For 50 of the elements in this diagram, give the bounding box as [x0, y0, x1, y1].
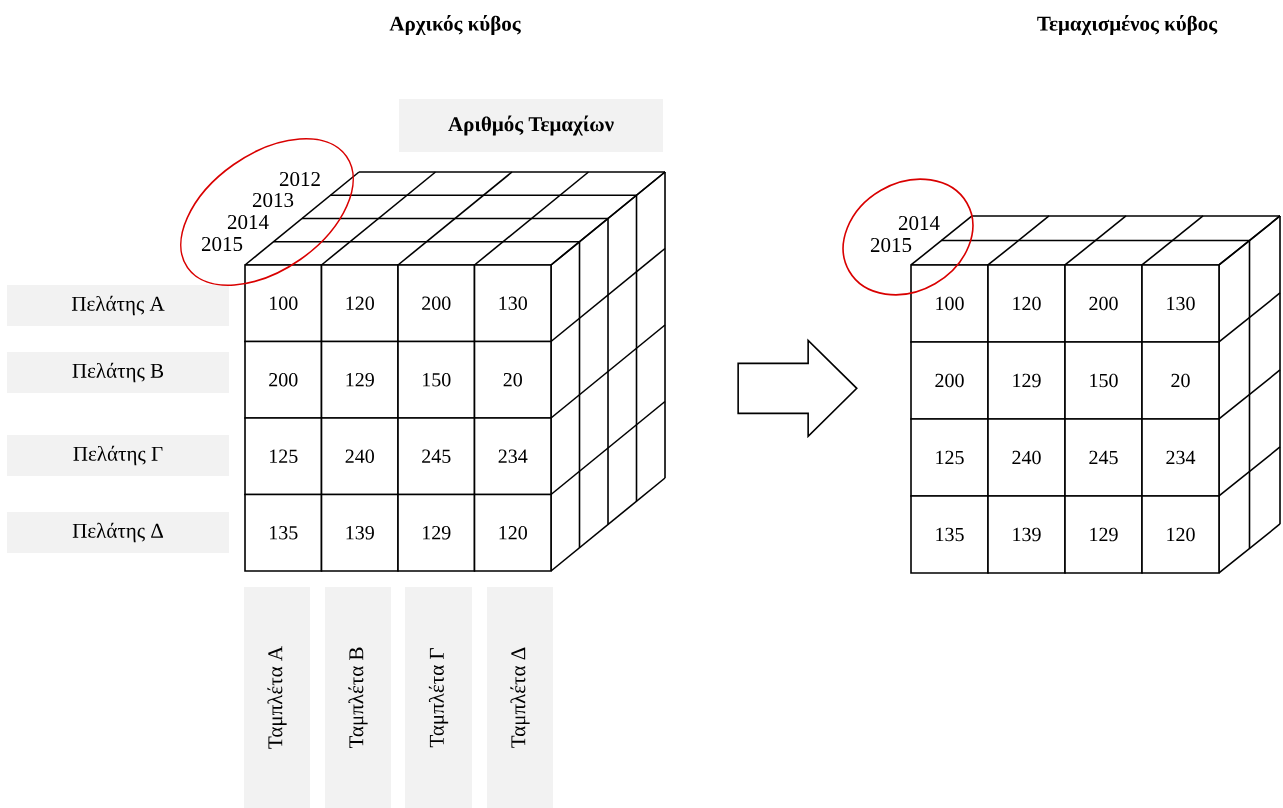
data-cell: 245: [397, 417, 476, 496]
data-cell: 139: [320, 493, 399, 572]
column-header: Αριθμός Τεμαχίων: [399, 99, 663, 152]
data-cell: 200: [244, 340, 323, 419]
data-cell: 135: [244, 493, 323, 572]
row-header: Πελάτης Γ: [7, 435, 229, 476]
data-cell: 129: [320, 340, 399, 419]
column-header: Ταμπλέτα Α: [244, 587, 310, 808]
heading: Αρχικός κύβος: [389, 14, 521, 36]
data-cell: 200: [397, 264, 476, 343]
data-cell: 150: [397, 340, 476, 419]
data-cell: 129: [397, 493, 476, 572]
data-cell: 150: [1064, 341, 1143, 420]
data-cell: 234: [1141, 418, 1220, 497]
data-cell: 240: [987, 418, 1066, 497]
data-cell: 135: [910, 495, 989, 574]
data-cell: 130: [1141, 264, 1220, 343]
data-cell: 100: [244, 264, 323, 343]
data-cell: 120: [1141, 495, 1220, 574]
year-label: 2015: [201, 236, 243, 252]
data-cell: 120: [320, 264, 399, 343]
row-header: Πελάτης Δ: [7, 512, 229, 553]
heading: Τεμαχισμένος κύβος: [1037, 14, 1218, 36]
data-cell: 129: [1064, 495, 1143, 574]
column-header: Ταμπλέτα Δ: [487, 587, 553, 808]
row-header: Πελάτης Α: [7, 285, 229, 326]
column-header: Ταμπλέτα Β: [325, 587, 391, 808]
data-cell: 234: [473, 417, 552, 496]
data-cell: 240: [320, 417, 399, 496]
data-cell: 120: [473, 493, 552, 572]
data-cell: 130: [473, 264, 552, 343]
column-header: Ταμπλέτα Γ: [405, 587, 472, 808]
data-cell: 200: [1064, 264, 1143, 343]
data-cell: 20: [1141, 341, 1220, 420]
data-cell: 200: [910, 341, 989, 420]
data-cell: 20: [473, 340, 552, 419]
data-cell: 129: [987, 341, 1066, 420]
year-label: 2013: [252, 192, 294, 208]
row-header: Πελάτης Β: [7, 352, 229, 393]
year-label: 2012: [279, 171, 320, 187]
block-arrow: [737, 338, 858, 439]
year-label: 2015: [870, 237, 912, 253]
data-cell: 245: [1064, 418, 1143, 497]
data-cell: 139: [987, 495, 1066, 574]
data-cell: 125: [244, 417, 323, 496]
data-cell: 120: [987, 264, 1066, 343]
data-cell: 125: [910, 418, 989, 497]
data-cell: 100: [910, 264, 989, 343]
year-label: 2014: [898, 215, 940, 231]
year-label: 2014: [227, 214, 269, 230]
